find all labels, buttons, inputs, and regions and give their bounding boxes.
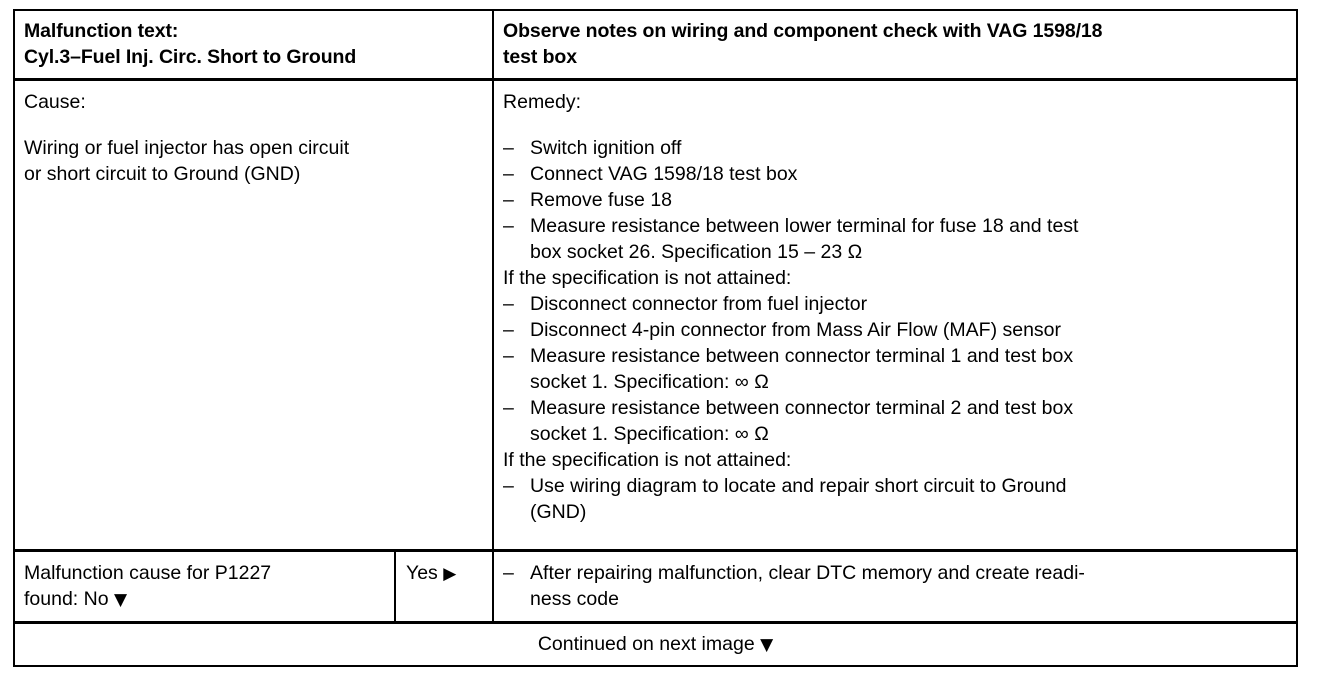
dash-bullet-icon: – (503, 475, 514, 497)
remedy-step-line-1: Connect VAG 1598/18 test box (530, 163, 798, 185)
remedy-step-line-1: Measure resistance between connector ter… (530, 397, 1074, 419)
remedy-step: –Switch ignition off (503, 135, 1288, 161)
cause-block: Cause: Wiring or fuel injector has open … (15, 81, 492, 195)
dash-bullet-icon: – (503, 215, 514, 237)
remedy-step-line-1: Disconnect connector from fuel injector (530, 293, 868, 315)
malfunction-text-block: Malfunction text: Cyl.3–Fuel Inj. Circ. … (15, 11, 492, 78)
remedy-step: –Disconnect connector from fuel injector (503, 291, 1288, 317)
remedy-step-list: –Switch ignition off–Connect VAG 1598/18… (503, 135, 1288, 525)
decision-action-cell: – After repairing malfunction, clear DTC… (492, 549, 1299, 624)
decision-answer-yes-label: Yes (406, 562, 444, 584)
cause-description-line-2: or short circuit to Ground (GND) (24, 163, 301, 185)
diagnostic-fault-table: Malfunction text: Cyl.3–Fuel Inj. Circ. … (12, 9, 1299, 667)
remedy-condition: If the specification is not attained: (503, 447, 1288, 473)
dash-bullet-icon: – (503, 319, 514, 341)
continuation-note-label: Continued on next image (537, 633, 761, 655)
cause-description-line-1: Wiring or fuel injector has open circuit (24, 137, 350, 159)
decision-action-line-1: After repairing malfunction, clear DTC m… (530, 562, 1085, 584)
decision-action-block: – After repairing malfunction, clear DTC… (494, 552, 1296, 621)
remedy-step: –Disconnect 4-pin connector from Mass Ai… (503, 317, 1288, 343)
triangle-down-icon: ▼ (760, 635, 774, 655)
decision-action-item: – After repairing malfunction, clear DTC… (503, 560, 1288, 612)
remedy-step: –Connect VAG 1598/18 test box (503, 161, 1288, 187)
wiring-note-line-2: test box (503, 46, 577, 68)
dash-bullet-icon: – (503, 189, 514, 211)
decision-action-line-2: ness code (530, 588, 619, 610)
malfunction-text-cell: Malfunction text: Cyl.3–Fuel Inj. Circ. … (12, 9, 495, 81)
remedy-step-line-1: If the specification is not attained: (503, 449, 792, 471)
triangle-down-icon: ▼ (113, 590, 128, 610)
remedy-step: –Use wiring diagram to locate and repair… (503, 473, 1288, 525)
remedy-step-line-2: box socket 26. Specification 15 – 23 Ω (530, 241, 863, 263)
triangle-right-icon: ▶ (443, 564, 457, 584)
cause-label: Cause: (24, 91, 86, 113)
cause-description: Wiring or fuel injector has open circuit… (24, 135, 484, 187)
remedy-step: –Measure resistance between connector te… (503, 343, 1288, 395)
continuation-note: Continued on next image ▼ (15, 624, 1296, 665)
dash-bullet-icon: – (503, 345, 514, 367)
remedy-step-line-1: Measure resistance between connector ter… (530, 345, 1074, 367)
remedy-step-line-1: Measure resistance between lower termina… (530, 215, 1079, 237)
remedy-step-line-1: If the specification is not attained: (503, 267, 792, 289)
remedy-step-line-1: Switch ignition off (530, 137, 682, 159)
table-header-row: Malfunction text: Cyl.3–Fuel Inj. Circ. … (12, 9, 1299, 81)
remedy-step: –Remove fuse 18 (503, 187, 1288, 213)
remedy-step: –Measure resistance between connector te… (503, 395, 1288, 447)
dash-bullet-icon: – (503, 137, 514, 159)
dash-bullet-icon: – (503, 397, 514, 419)
continuation-cell[interactable]: Continued on next image ▼ (12, 621, 1299, 667)
remedy-step-line-2: (GND) (530, 501, 587, 523)
remedy-step-line-2: socket 1. Specification: ∞ Ω (530, 371, 769, 393)
decision-question-line-1: Malfunction cause for P1227 (24, 562, 272, 584)
remedy-cell: Remedy: –Switch ignition off–Connect VAG… (492, 78, 1299, 552)
decision-question-block: Malfunction cause for P1227 found: No ▼ (15, 552, 394, 621)
remedy-step-line-2: socket 1. Specification: ∞ Ω (530, 423, 769, 445)
decision-answer-yes-cell[interactable]: Yes ▶ (393, 549, 495, 624)
footer-row: Continued on next image ▼ (12, 621, 1299, 667)
remedy-spacer (503, 115, 1288, 135)
cause-remedy-row: Cause: Wiring or fuel injector has open … (12, 78, 1299, 552)
remedy-step-line-1: Remove fuse 18 (530, 189, 673, 211)
dash-bullet-icon: – (503, 163, 514, 185)
malfunction-text-label: Malfunction text: (24, 20, 179, 42)
remedy-step-line-1: Disconnect 4-pin connector from Mass Air… (530, 319, 1062, 341)
decision-answer-no-label: found: No (24, 588, 114, 610)
remedy-step: –Measure resistance between lower termin… (503, 213, 1288, 265)
cause-cell: Cause: Wiring or fuel injector has open … (12, 78, 495, 552)
decision-question-cell[interactable]: Malfunction cause for P1227 found: No ▼ (13, 549, 396, 624)
malfunction-text-value: Cyl.3–Fuel Inj. Circ. Short to Ground (24, 46, 357, 68)
remedy-label: Remedy: (503, 91, 582, 113)
decision-row: Malfunction cause for P1227 found: No ▼ … (13, 549, 1299, 624)
wiring-note-cell: Observe notes on wiring and component ch… (492, 9, 1299, 81)
cause-spacer (24, 115, 484, 135)
dash-bullet-icon: – (503, 562, 514, 584)
remedy-step-line-1: Use wiring diagram to locate and repair … (530, 475, 1067, 497)
decision-answer-yes[interactable]: Yes ▶ (396, 552, 492, 595)
remedy-condition: If the specification is not attained: (503, 265, 1288, 291)
wiring-note-block: Observe notes on wiring and component ch… (494, 11, 1296, 78)
dash-bullet-icon: – (503, 293, 514, 315)
wiring-note-line-1: Observe notes on wiring and component ch… (503, 20, 1103, 42)
remedy-block: Remedy: –Switch ignition off–Connect VAG… (494, 81, 1296, 533)
decision-answer-no[interactable]: found: No ▼ (24, 586, 386, 612)
